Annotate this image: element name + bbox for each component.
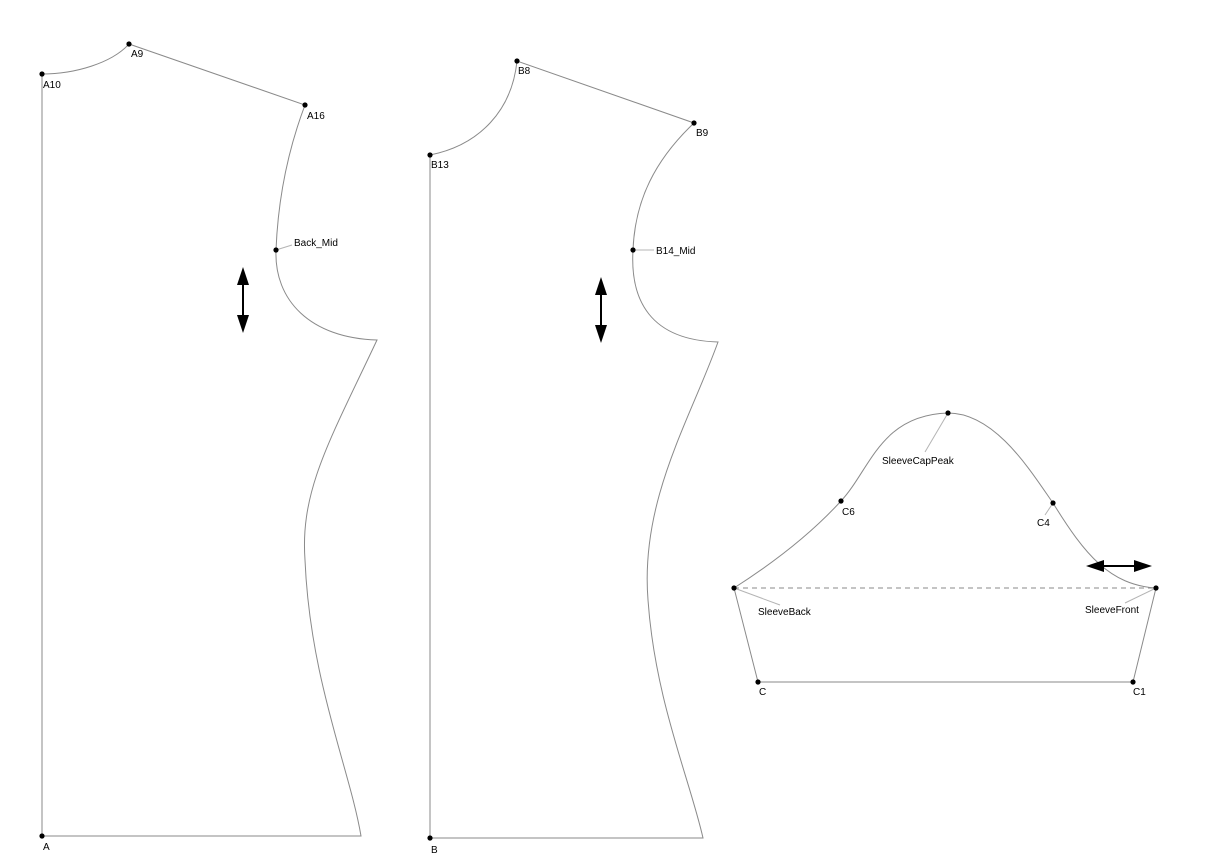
sleeve-back-leader (733, 587, 781, 606)
label-c: C (759, 687, 766, 698)
point-b14-mid[interactable] (630, 247, 636, 253)
sleeve-front-leader (1124, 587, 1157, 604)
front-piece[interactable]: B8 B9 B13 B14_Mid B (427, 58, 719, 856)
point-a9[interactable] (126, 41, 132, 47)
point-a10[interactable] (39, 71, 45, 77)
point-a16[interactable] (302, 102, 308, 108)
point-c1[interactable] (1130, 679, 1136, 685)
label-a10: A10 (43, 80, 61, 91)
back-outline[interactable] (41, 43, 378, 837)
label-sleeve-back: SleeveBack (758, 607, 812, 618)
point-a[interactable] (39, 833, 45, 839)
label-a9: A9 (131, 49, 144, 60)
point-b9[interactable] (691, 120, 697, 126)
sleeve-piece[interactable]: SleeveCapPeak C6 C4 SleeveBack SleeveFro… (731, 410, 1159, 698)
label-b14-mid: B14_Mid (656, 246, 695, 257)
point-c4[interactable] (1050, 500, 1056, 506)
point-b13[interactable] (427, 152, 433, 158)
label-b8: B8 (518, 66, 531, 77)
label-b: B (431, 845, 438, 856)
label-sleeve-cap-peak: SleeveCapPeak (882, 456, 955, 467)
label-b13: B13 (431, 160, 449, 171)
label-a: A (43, 842, 50, 853)
point-c[interactable] (755, 679, 761, 685)
label-c6: C6 (842, 507, 855, 518)
label-b9: B9 (696, 128, 709, 139)
point-sleeve-back[interactable] (731, 585, 737, 591)
front-grainline (595, 277, 607, 343)
front-outline[interactable] (429, 60, 719, 839)
point-b[interactable] (427, 835, 433, 841)
point-sleeve-cap-peak[interactable] (945, 410, 951, 416)
sleeve-cap-peak-leader (924, 412, 949, 453)
label-c1: C1 (1133, 687, 1146, 698)
point-back-mid[interactable] (273, 247, 279, 253)
point-b8[interactable] (514, 58, 520, 64)
back-mid-leader (275, 244, 293, 251)
sleeve-grainline (1086, 560, 1152, 572)
back-grainline (237, 267, 249, 333)
label-a16: A16 (307, 111, 325, 122)
sleeve-outline[interactable] (733, 412, 1157, 683)
back-piece[interactable]: A10 A9 A16 Back_Mid A (39, 41, 378, 853)
label-sleeve-front: SleeveFront (1085, 605, 1139, 616)
label-c4: C4 (1037, 518, 1050, 529)
label-back-mid: Back_Mid (294, 238, 338, 249)
point-sleeve-front[interactable] (1153, 585, 1159, 591)
point-c6[interactable] (838, 498, 844, 504)
